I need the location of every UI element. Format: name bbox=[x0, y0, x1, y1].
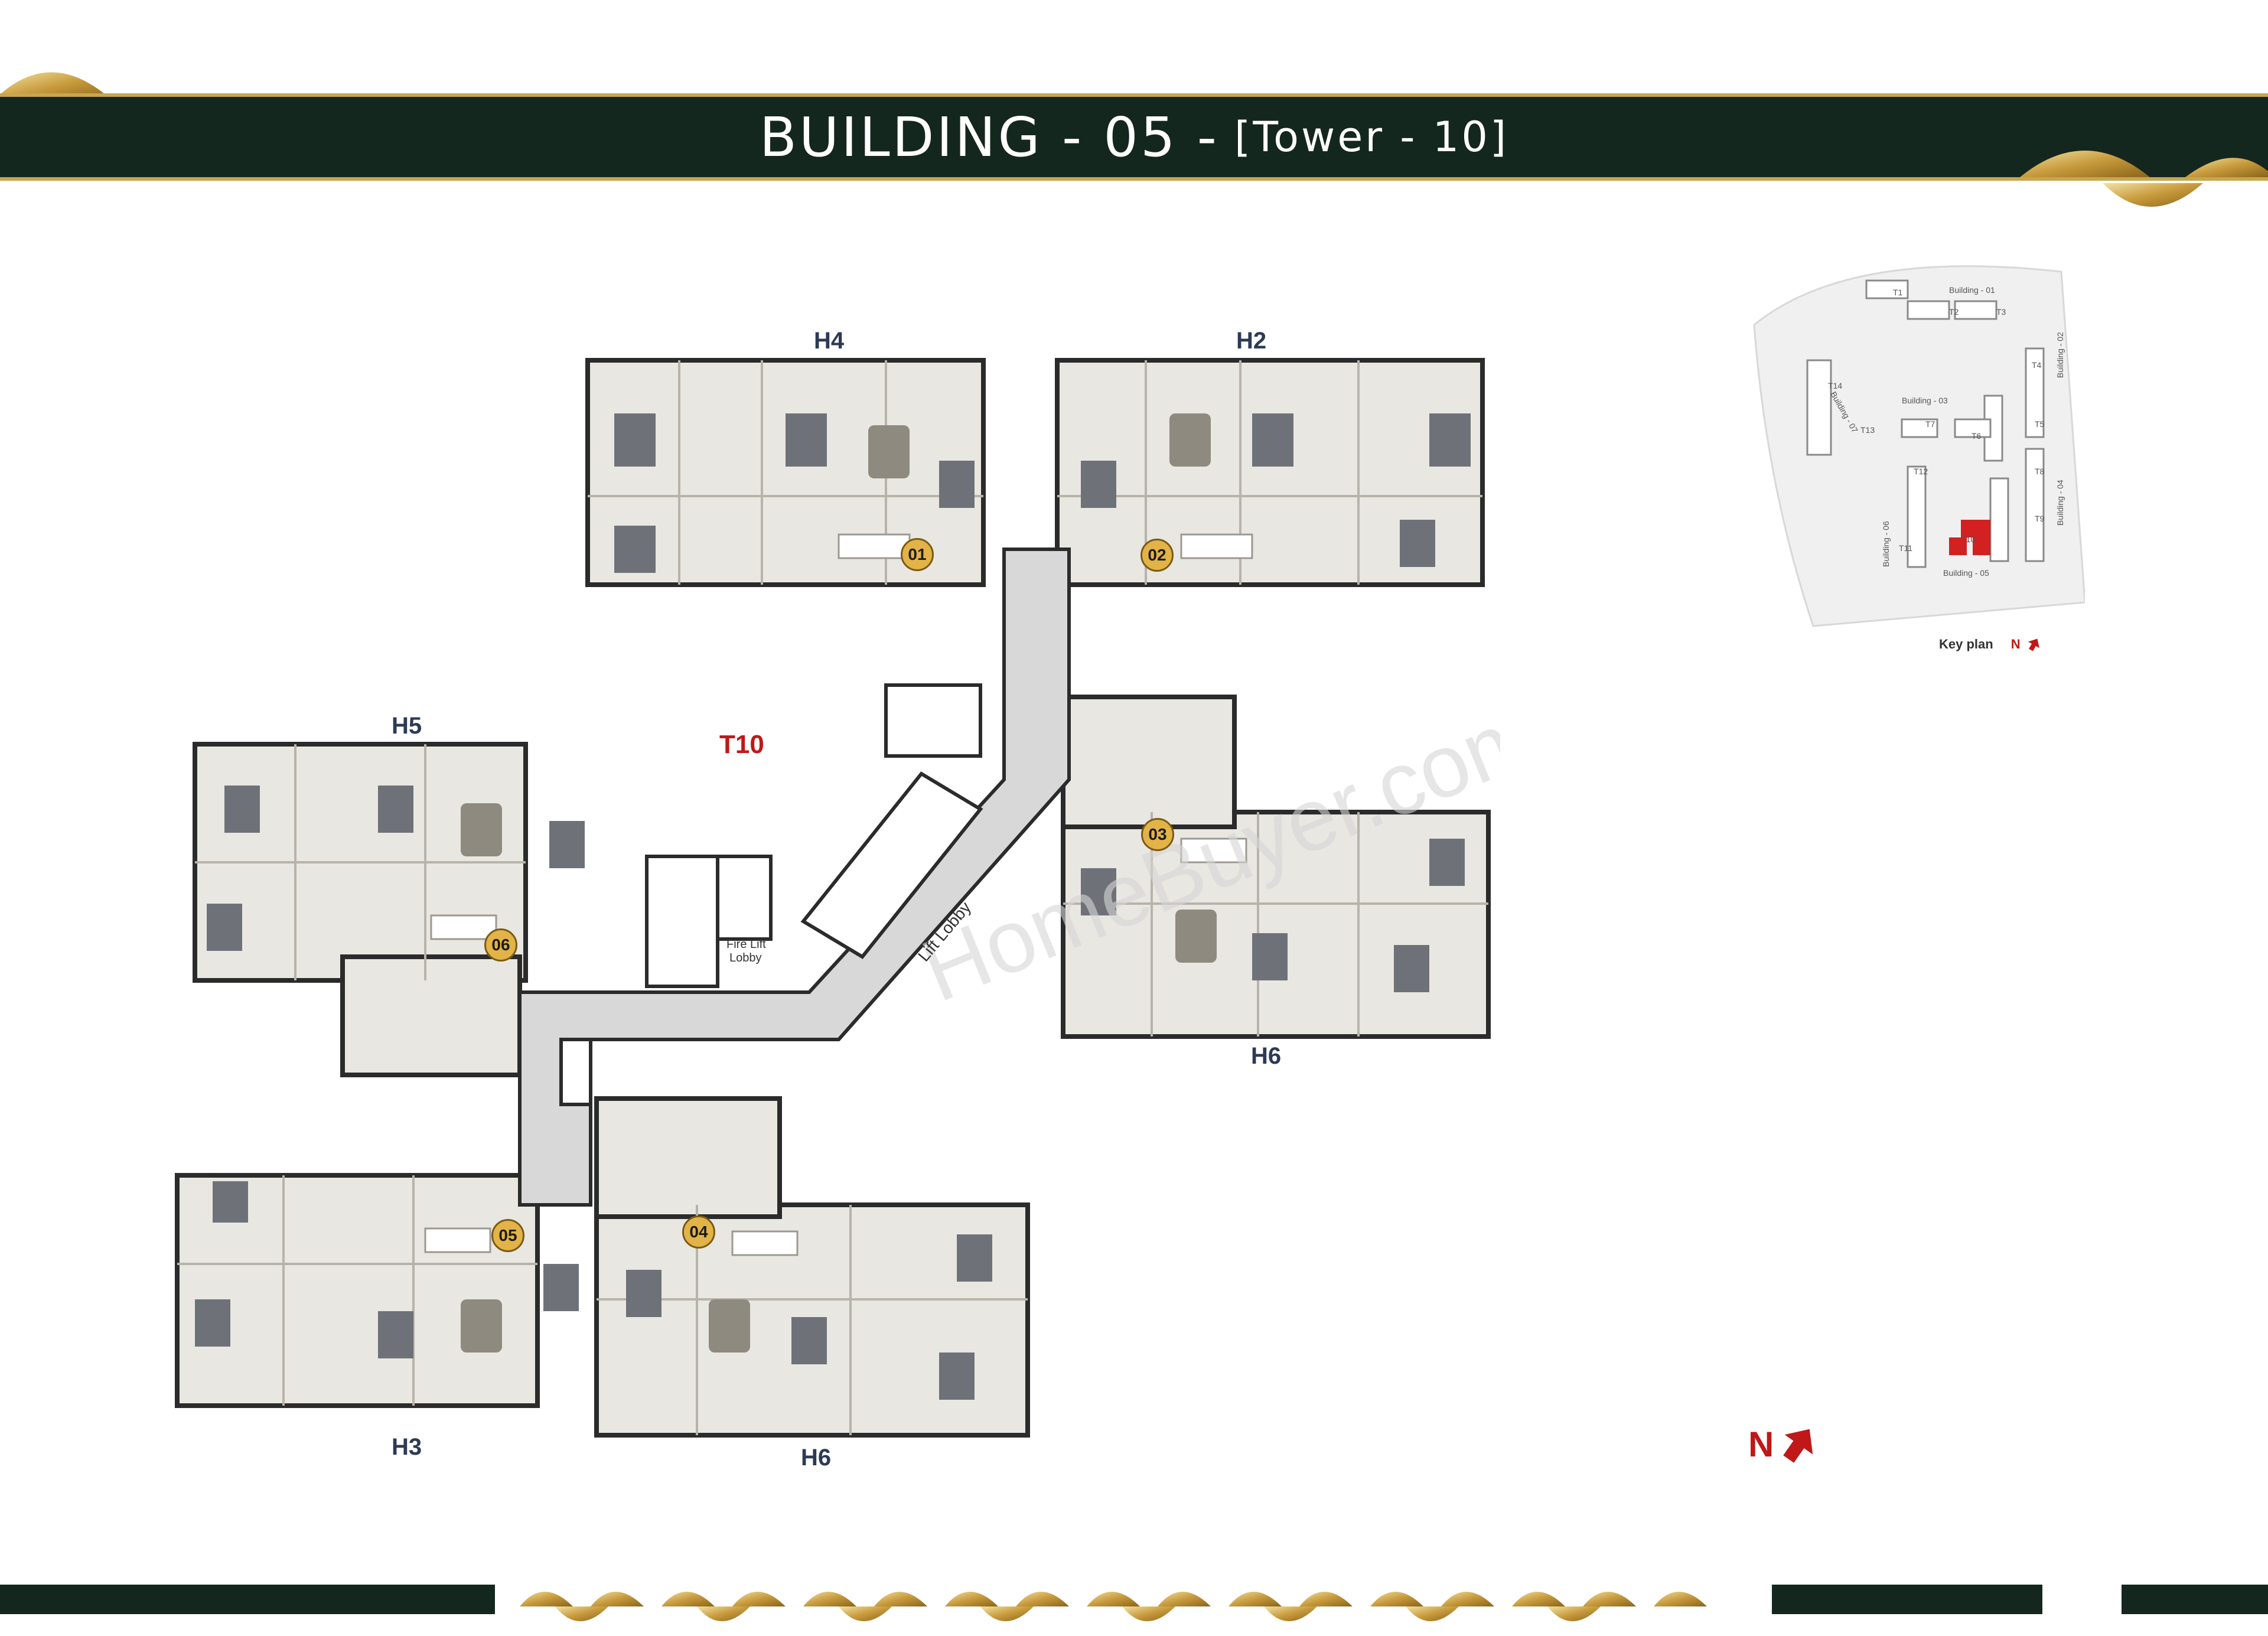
flat-badge-02: 02 bbox=[1140, 539, 1174, 572]
flat-badge-04: 04 bbox=[682, 1215, 715, 1249]
flat-badge-01: 01 bbox=[901, 538, 934, 571]
north-marker: N bbox=[1748, 1423, 1820, 1465]
key-tower-t7: T7 bbox=[1925, 419, 1935, 429]
tower-label: T10 bbox=[719, 730, 764, 759]
unit-label-h5: H5 bbox=[392, 713, 422, 739]
gold-scallop-footer bbox=[520, 1592, 1707, 1621]
key-tower-t14: T14 bbox=[1828, 381, 1843, 390]
key-plan-title: Key plan bbox=[1939, 637, 1993, 651]
unit-label-h4: H4 bbox=[814, 328, 845, 354]
unit-label-h3: H3 bbox=[392, 1434, 422, 1460]
key-building-04: Building - 04 bbox=[2055, 480, 2065, 526]
key-plan-map bbox=[1753, 265, 2085, 627]
page-title: BUILDING - 05 - [Tower - 10] bbox=[0, 93, 2268, 181]
key-tower-t2: T2 bbox=[1949, 307, 1959, 317]
floor-plan: HomeBuyer.com Lift Lobby Fire Lift Lobby bbox=[175, 358, 1500, 1438]
wing-h6-right bbox=[1061, 810, 1491, 1039]
unit-label-h6-right: H6 bbox=[1251, 1043, 1282, 1069]
key-building-03: Building - 03 bbox=[1902, 396, 1948, 405]
key-plan-caption: Key plan N bbox=[1939, 637, 2042, 652]
title-main: BUILDING - 05 - bbox=[759, 105, 1219, 169]
key-tower-t13: T13 bbox=[1860, 425, 1875, 435]
key-tower-t4: T4 bbox=[2032, 360, 2042, 370]
footer-bar-right bbox=[2122, 1585, 2268, 1614]
flat-badge-05: 05 bbox=[491, 1219, 524, 1252]
flat-badge-06: 06 bbox=[484, 928, 517, 962]
fire-lift bbox=[716, 855, 773, 941]
key-tower-t12: T12 bbox=[1914, 467, 1928, 476]
footer-bar-left bbox=[0, 1585, 495, 1614]
key-tower-t1: T1 bbox=[1893, 288, 1903, 297]
staircase-left bbox=[645, 855, 719, 988]
flat-badge-03: 03 bbox=[1141, 818, 1174, 851]
unit-label-h6-bottom: H6 bbox=[801, 1445, 832, 1471]
staircase-top bbox=[884, 683, 982, 758]
key-building-02: Building - 02 bbox=[2055, 332, 2065, 378]
key-plan-north: N bbox=[2010, 637, 2021, 651]
fire-lift-label-1: Fire Lift bbox=[726, 938, 766, 951]
key-tower-t6: T6 bbox=[1972, 431, 1982, 441]
unit-label-h2: H2 bbox=[1236, 328, 1267, 354]
key-tower-t3: T3 bbox=[1996, 307, 2006, 317]
key-building-01: Building - 01 bbox=[1949, 285, 1995, 295]
key-building-05: Building - 05 bbox=[1943, 568, 1989, 578]
header-band bbox=[0, 93, 2268, 181]
key-tower-t5: T5 bbox=[2035, 419, 2045, 429]
gold-wave-top-right bbox=[2020, 151, 2268, 207]
north-label: N bbox=[1748, 1424, 1774, 1464]
key-building-06: Building - 06 bbox=[1881, 521, 1891, 567]
fire-lift-label-2: Lobby bbox=[729, 951, 762, 964]
key-north-arrow-icon bbox=[2028, 638, 2039, 651]
key-tower-t11: T11 bbox=[1899, 543, 1913, 553]
footer-bar-mid bbox=[1772, 1585, 2042, 1614]
key-tower-t10: T10 bbox=[1961, 535, 1976, 544]
key-tower-t8: T8 bbox=[2035, 467, 2045, 476]
title-sub: [Tower - 10] bbox=[1234, 113, 1509, 161]
key-tower-t9: T9 bbox=[2035, 514, 2045, 523]
north-arrow-icon bbox=[1783, 1429, 1813, 1463]
